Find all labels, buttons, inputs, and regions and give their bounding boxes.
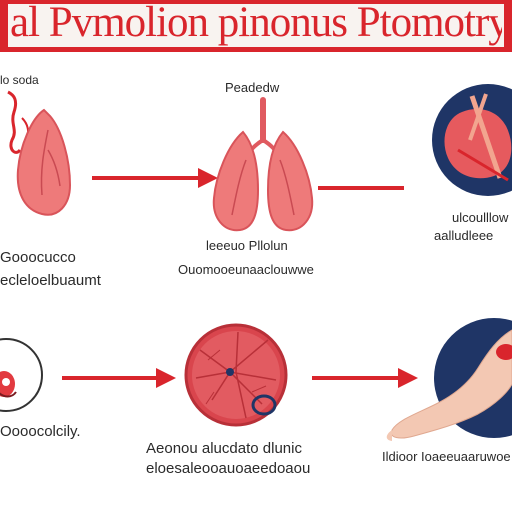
tissue-circle-center [184,323,288,427]
label-left-b: ecleloelbuaumt [0,272,101,289]
label-left-a: Gooocucco [0,249,76,266]
leg-circle-right [386,318,512,441]
clot-circle-left [0,338,43,412]
title-panel [8,4,504,47]
label-row2-middle-b: eloesaleooauoaeedoaou [146,460,311,477]
lungs-illustration-center [212,97,314,232]
page-title: al Pvmolion pinonus Ptomotry [10,0,502,46]
lung-illustration-left [7,90,72,216]
label-middle-a: leeeuo Pllolun [206,238,288,253]
label-row2-middle-a: Aeonou alucdato dlunic [146,440,302,457]
label-left-top: lo soda [0,73,39,87]
label-middle-b: Ouomooeunaaclouwwe [178,262,314,277]
label-row2-right: Ildioor Ioaeeuaaruwoe [382,449,511,464]
organ-circle-right [432,84,512,196]
label-row2-left: Oooocolcily. [0,423,81,440]
step2-caption: Peadedw [225,80,280,95]
label-right-a: ulcoulllow [452,210,509,225]
label-right-b: aalludleee [434,228,494,243]
